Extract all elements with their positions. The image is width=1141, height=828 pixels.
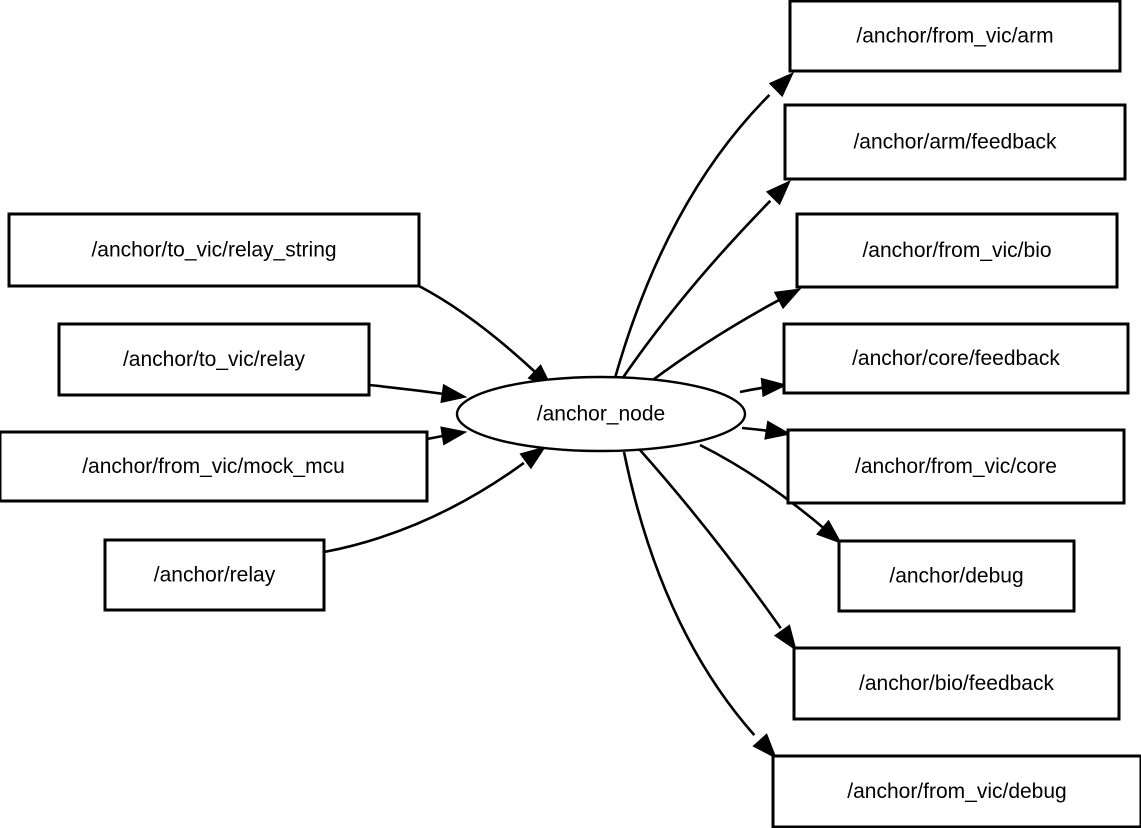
node-box-from_vic_core	[786, 428, 1126, 505]
node-relay[interactable]: /anchor/relay	[103, 538, 326, 612]
arrowhead-debug	[816, 519, 843, 544]
node-bio_feedback[interactable]: /anchor/bio/feedback	[792, 646, 1121, 721]
node-label-from_vic_bio: /anchor/from_vic/bio	[862, 239, 1051, 262]
node-box-bio_feedback	[792, 646, 1121, 721]
node-label-from_vic_core: /anchor/from_vic/core	[855, 455, 1057, 478]
node-from_vic_bio[interactable]: /anchor/from_vic/bio	[795, 212, 1119, 289]
edge-relay	[323, 461, 525, 554]
node-box-from_vic_arm	[788, 0, 1122, 73]
arrowhead-core_feedback	[760, 377, 788, 398]
node-to_vic_relay[interactable]: /anchor/to_vic/relay	[57, 322, 371, 397]
arrowhead-relay	[519, 446, 547, 470]
arrowhead-arm_feedback	[765, 179, 791, 206]
node-box-arm_feedback	[783, 103, 1127, 181]
node-label-to_vic_relay: /anchor/to_vic/relay	[123, 348, 306, 371]
edge-from_vic_debug	[622, 451, 756, 737]
edge-arm_feedback	[620, 199, 772, 380]
edge-debug	[699, 443, 828, 532]
arrowhead-from_vic_arm	[768, 71, 795, 98]
edges-layer	[323, 71, 843, 760]
node-label-debug: /anchor/debug	[889, 565, 1023, 588]
node-box-debug	[837, 539, 1076, 613]
arrowhead-from_vic_debug	[752, 733, 777, 760]
node-label-from_vic_arm: /anchor/from_vic/arm	[856, 25, 1053, 48]
node-arm_feedback[interactable]: /anchor/arm/feedback	[783, 103, 1127, 181]
node-core_feedback[interactable]: /anchor/core/feedback	[782, 322, 1130, 395]
node-from_vic_debug[interactable]: /anchor/from_vic/debug	[771, 754, 1141, 828]
node-from_vic_core[interactable]: /anchor/from_vic/core	[786, 428, 1126, 505]
node-from_vic_arm[interactable]: /anchor/from_vic/arm	[788, 0, 1122, 73]
node-box-relay	[103, 538, 326, 612]
node-to_vic_relay_string[interactable]: /anchor/to_vic/relay_string	[7, 212, 421, 288]
node-label-anchor_node: /anchor_node	[537, 403, 665, 426]
node-label-from_vic_mock_mcu: /anchor/from_vic/mock_mcu	[82, 455, 345, 478]
node-label-bio_feedback: /anchor/bio/feedback	[859, 672, 1054, 695]
arrowhead-to_vic_relay	[440, 383, 468, 404]
node-debug[interactable]: /anchor/debug	[837, 539, 1076, 613]
arrowhead-from_vic_bio	[773, 288, 802, 310]
node-box-core_feedback	[782, 322, 1130, 395]
arrowhead-from_vic_mock_mcu	[440, 426, 468, 446]
node-box-from_vic_mock_mcu	[0, 430, 429, 503]
node-ellipse-anchor_node	[455, 375, 747, 453]
node-label-from_vic_debug: /anchor/from_vic/debug	[847, 780, 1066, 803]
edge-bio_feedback	[639, 449, 782, 629]
edge-from_vic_arm	[613, 94, 771, 379]
node-label-to_vic_relay_string: /anchor/to_vic/relay_string	[91, 239, 336, 262]
node-box-from_vic_debug	[771, 754, 1141, 828]
node-box-from_vic_bio	[795, 212, 1119, 289]
node-from_vic_mock_mcu[interactable]: /anchor/from_vic/mock_mcu	[0, 430, 429, 503]
node-label-core_feedback: /anchor/core/feedback	[852, 347, 1060, 370]
node-box-to_vic_relay_string	[7, 212, 421, 288]
arrowhead-from_vic_core	[764, 420, 792, 440]
node-anchor_node[interactable]: /anchor_node	[455, 375, 747, 453]
edge-to_vic_relay_string	[418, 284, 539, 376]
node-label-arm_feedback: /anchor/arm/feedback	[853, 131, 1057, 154]
edge-from_vic_bio	[649, 296, 785, 384]
arrowhead-bio_feedback	[773, 624, 797, 652]
node-label-relay: /anchor/relay	[154, 564, 276, 587]
node-box-to_vic_relay	[57, 322, 371, 397]
